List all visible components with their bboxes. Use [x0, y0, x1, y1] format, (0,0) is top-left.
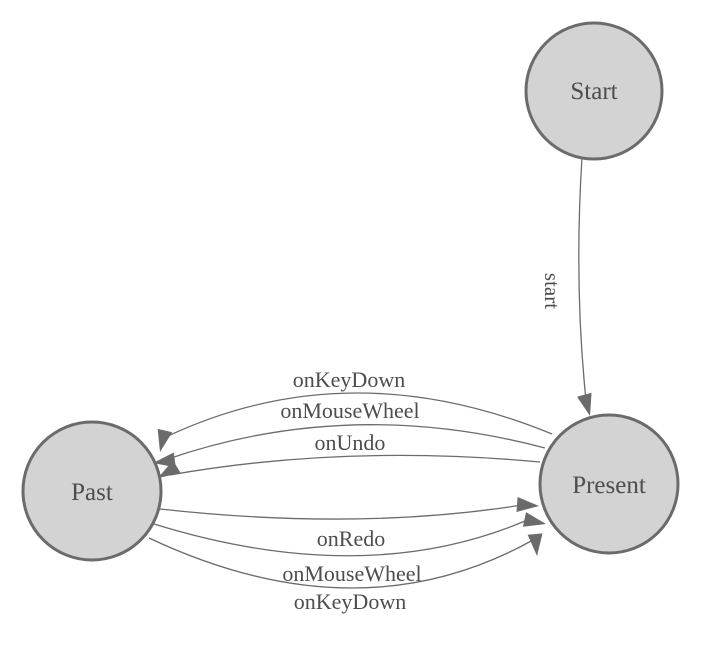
edge-present-to-past-onkeydown: [167, 392, 553, 437]
edge-label-onmousewheel-top: onMouseWheel: [280, 398, 419, 423]
node-past-label: Past: [71, 479, 113, 506]
edge-present-to-past-onmousewheel: [164, 424, 546, 461]
edge-label-onundo: onUndo: [315, 430, 386, 455]
edge-label-onkeydown-bottom: onKeyDown: [294, 589, 406, 614]
arrowhead-start-to-present: [577, 392, 592, 416]
edge-label-onkeydown-top: onKeyDown: [293, 367, 405, 392]
node-start-label: Start: [570, 78, 617, 105]
edge-label-group: start onKeyDown onMouseWheel onUndo onRe…: [280, 273, 564, 614]
node-past-circle: [21, 420, 163, 562]
edge-label-start: start: [540, 273, 564, 309]
node-group: Start Past Present: [21, 21, 680, 562]
edge-present-to-past-onundo: [169, 454, 541, 476]
edge-label-onredo: onRedo: [317, 526, 385, 551]
node-present: Present: [538, 413, 680, 555]
arrowhead-present-to-past-onundo: [158, 460, 181, 478]
node-past: Past: [21, 420, 163, 562]
arrowhead-past-to-present-onkeydown: [527, 533, 543, 556]
node-start: Start: [524, 21, 664, 161]
arrowhead-past-to-present-onmousewheel: [522, 512, 546, 527]
edge-past-to-present-onkeydown: [148, 537, 534, 589]
edge-group: [148, 156, 592, 589]
arrowhead-past-to-present-onredo: [516, 496, 539, 512]
edge-past-to-present-onredo: [159, 504, 523, 520]
edge-label-onmousewheel-bottom: onMouseWheel: [282, 561, 421, 586]
edge-start-to-present: [578, 156, 587, 401]
node-start-circle: [524, 21, 664, 161]
edge-past-to-present-onmousewheel: [153, 520, 526, 557]
node-present-circle: [538, 413, 680, 555]
node-present-label: Present: [572, 472, 646, 499]
arrowhead-present-to-past-onkeydown: [157, 428, 173, 452]
